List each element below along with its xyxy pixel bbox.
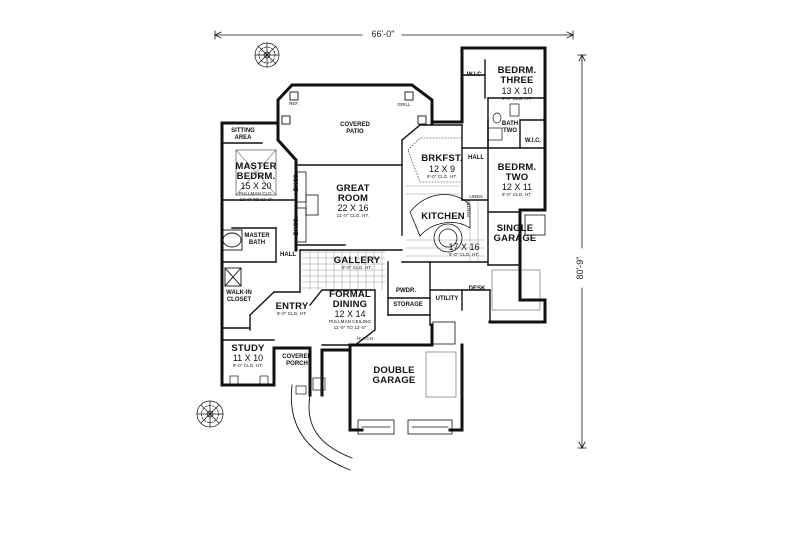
wic-label: W.I.C. [524, 138, 542, 144]
double-garage-name-2: GARAGE [372, 375, 416, 386]
hutch-label: HUTCH [357, 336, 373, 341]
bath-two-name-2: TWO [503, 128, 517, 134]
tree-symbol [196, 400, 224, 428]
walk-in-closet-name: WALK-IN [226, 290, 252, 296]
driveway-curve [290, 384, 353, 471]
covered-porch-name-2: PORCH [286, 361, 308, 367]
master-bedroom-dims: 15 X 20 [240, 181, 272, 191]
bedroom-three-name-2: THREE [500, 75, 534, 86]
master-bedroom-ceiling: PULLMAN CLG. [238, 191, 274, 196]
great-room-ceiling: 11'-0" CLG. HT. [336, 213, 370, 218]
garage-doors [357, 214, 546, 435]
kitchen-ceiling: 9'-0" CLG. HT. [448, 252, 480, 257]
single-garage-name: SINGLE [496, 223, 534, 234]
breakfast-bay [407, 137, 463, 183]
hall-west-label: HALL [280, 252, 296, 258]
bookcase-label: BKCS. [294, 172, 300, 192]
great-room-name-2: ROOM [337, 193, 369, 204]
hall-east-label: HALL [468, 155, 484, 161]
utility-label: UTILITY [435, 296, 459, 302]
sitting-area-name-2: AREA [234, 135, 252, 141]
ref-mark: REF. [289, 101, 299, 106]
fireplace [295, 171, 319, 243]
storage-label: STORAGE [393, 302, 423, 308]
sitting-area-name: SITTING [231, 128, 255, 134]
formal-dining-name: FORMAL [329, 289, 371, 300]
great-room-dims: 22 X 16 [337, 203, 369, 213]
desk-label: DESK [468, 286, 486, 292]
bedroom-two-name-2: TWO [505, 172, 529, 183]
powder-room-label: PWDR. [396, 288, 416, 294]
tree-symbol [254, 42, 280, 68]
walk-in-closet-name-2: CLOSET [226, 297, 252, 303]
entry-steps [229, 375, 326, 395]
wic-label: W.I.C. [466, 72, 484, 78]
kitchen-name: KITCHEN [421, 211, 465, 222]
covered-porch-name: COVERED [282, 354, 312, 360]
study-ceiling: 9'-0" CLG. HT. [232, 363, 264, 368]
depth-dimension-line [577, 54, 587, 449]
master-bedroom-ceiling-2: 12'-0" TO 11'-0" [239, 197, 273, 202]
covered-patio-name-2: PATIO [346, 129, 364, 135]
formal-dining-ceiling-2: 11'-0" TO 12'-0" [333, 325, 367, 330]
master-bedroom-name-2: BEDRM. [236, 171, 276, 182]
bedroom-three-dims: 13 X 10 [501, 86, 533, 96]
breakfast-dims: 12 X 9 [428, 164, 456, 174]
kitchen-dims: 17 X 16 [448, 242, 480, 252]
master-bath-name: MASTER [244, 233, 270, 239]
bedroom-two-name: BEDRM. [497, 162, 537, 173]
pantry-label: PANTRY [466, 199, 471, 217]
master-tub [221, 229, 243, 287]
gallery-name: GALLERY [333, 255, 381, 266]
study-dims: 11 X 10 [232, 353, 264, 363]
bedroom-two-ceiling: 9'-0" CLG. HT. [501, 192, 533, 197]
interior-walls [221, 59, 546, 346]
covered-patio-name: COVERED [340, 122, 370, 128]
great-room-name: GREAT [336, 183, 370, 194]
tile-floor [301, 185, 486, 291]
patio-columns [281, 91, 427, 125]
formal-dining-name-2: DINING [332, 299, 368, 310]
bath-two-fixtures [487, 103, 520, 141]
overall-width-label: 66'-0" [371, 29, 395, 39]
overall-depth-label: 80'-9" [575, 256, 585, 280]
formal-dining-ceiling: PULLMAN CEILING [328, 319, 371, 324]
gallery-ceiling: 9'-0" CLG. HT. [341, 265, 373, 270]
bath-two-name: BATH [501, 121, 519, 127]
width-dimension-line [214, 30, 574, 40]
single-garage-name-2: GARAGE [493, 233, 537, 244]
master-bath-name-2: BATH [248, 240, 266, 246]
grill-mark: GRILL [397, 102, 411, 107]
linen-label: LINEN [469, 194, 483, 199]
study-name: STUDY [231, 343, 265, 354]
breakfast-name: BRKFST. [421, 153, 463, 164]
formal-dining-dims: 12 X 14 [334, 309, 366, 319]
bedroom-three-ceiling: 9'-0" CLG. HT. [501, 96, 533, 101]
master-bed-ceiling [235, 149, 277, 196]
entry-name: ENTRY [275, 301, 309, 312]
double-garage-name: DOUBLE [373, 365, 415, 376]
entry-ceiling: 9'-0" CLG. HT. [276, 311, 308, 316]
breakfast-ceiling: 9'-0" CLG. HT. [426, 174, 458, 179]
bedroom-two-dims: 12 X 11 [501, 182, 533, 192]
master-bedroom-name: MASTER [235, 161, 277, 172]
bookcase-label: BKCS. [294, 216, 300, 236]
bedroom-three-name: BEDRM. [497, 65, 537, 76]
